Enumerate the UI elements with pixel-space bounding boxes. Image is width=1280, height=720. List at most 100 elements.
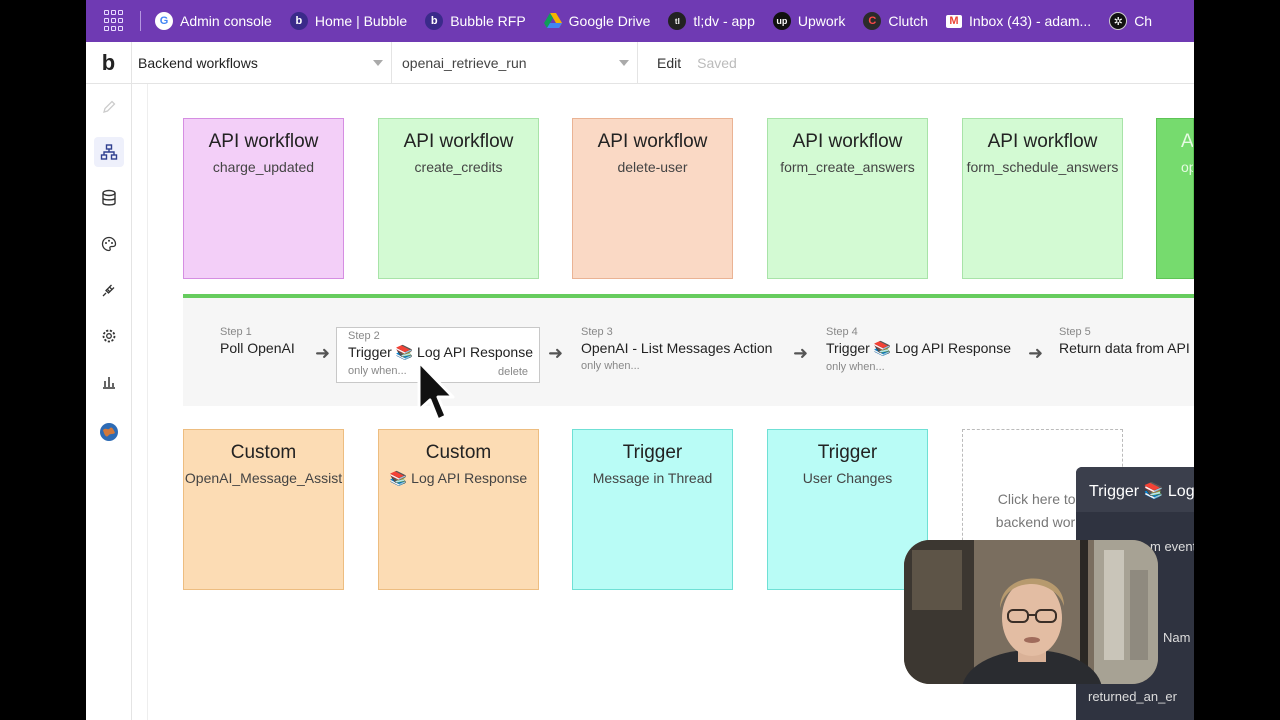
upwork-icon: up xyxy=(772,12,791,30)
arrow-right-icon: ➜ xyxy=(1028,343,1044,363)
workflow-step-1[interactable]: Step 1 Poll OpenAI xyxy=(220,326,295,356)
workflow-step-3[interactable]: Step 3 OpenAI - List Messages Action onl… xyxy=(581,326,772,372)
workflow-card[interactable]: API workflow form_schedule_answers xyxy=(962,118,1123,279)
bookmark-google-drive[interactable]: Google Drive xyxy=(543,12,651,30)
bookmark-gmail[interactable]: M Inbox (43) - adam... xyxy=(946,13,1091,29)
card-subtitle: OpenAI_Message_Assist xyxy=(184,470,343,486)
card-title: API workflow xyxy=(403,131,514,152)
bookmark-label: Home | Bubble xyxy=(314,13,408,29)
workflow-dropdown-value: openai_retrieve_run xyxy=(402,54,527,71)
globe-icon[interactable] xyxy=(94,417,124,447)
arrow-right-icon: ➜ xyxy=(548,343,564,363)
step-number: Step 3 xyxy=(581,326,613,338)
editor-header: b Backend workflows openai_retrieve_run … xyxy=(86,41,1194,84)
card-title: A xyxy=(1181,131,1194,152)
database-icon[interactable] xyxy=(94,183,124,213)
card-subtitle: create_credits xyxy=(414,159,503,175)
bookmark-label: Bubble RFP xyxy=(450,13,526,29)
bookmark-chatgpt[interactable]: ✲ Ch xyxy=(1109,12,1152,30)
bubble-logo[interactable]: b xyxy=(86,41,132,84)
settings-icon[interactable] xyxy=(94,321,124,351)
logs-icon[interactable] xyxy=(94,367,124,397)
workflow-card[interactable]: API workflow create_credits xyxy=(378,118,539,279)
bookmarks-bar: G Admin console b Home | Bubble b Bubble… xyxy=(86,0,1194,42)
card-title: Custom xyxy=(230,442,297,463)
workflow-dropdown[interactable]: openai_retrieve_run xyxy=(392,41,638,84)
panel-returned-field[interactable]: returned_an_er xyxy=(1088,689,1177,704)
panel-name-label: Nam xyxy=(1163,630,1191,645)
bookmark-label: Admin console xyxy=(180,13,272,29)
canvas-gutter xyxy=(132,84,148,720)
edit-menu[interactable]: Edit xyxy=(657,54,682,71)
event-card[interactable]: Custom 📚 Log API Response xyxy=(378,429,539,590)
apps-grid-icon[interactable] xyxy=(104,10,126,32)
step-name: Return data from API xyxy=(1059,340,1190,356)
card-title: Trigger xyxy=(817,442,878,463)
event-card[interactable]: Trigger User Changes xyxy=(767,429,928,590)
workflow-step-4[interactable]: Step 4 Trigger 📚 Log API Response only w… xyxy=(826,326,1011,373)
step-condition: only when... xyxy=(348,365,407,377)
bubble-icon: b xyxy=(289,12,308,30)
card-subtitle: form_create_answers xyxy=(780,159,915,175)
workflow-card[interactable]: API workflow charge_updated xyxy=(183,118,344,279)
step-condition: only when... xyxy=(826,361,885,373)
bookmark-label: Ch xyxy=(1134,13,1153,29)
card-subtitle: ope xyxy=(1181,159,1193,175)
page-dropdown[interactable]: Backend workflows xyxy=(132,41,392,84)
step-number: Step 2 xyxy=(348,330,380,342)
card-title: API workflow xyxy=(987,131,1098,152)
card-subtitle: form_schedule_answers xyxy=(966,159,1119,175)
workflow-step-2[interactable]: Step 2 Trigger 📚 Log API Response only w… xyxy=(336,327,540,383)
step-number: Step 1 xyxy=(220,326,252,338)
workflow-card-selected[interactable]: A ope xyxy=(1156,118,1194,279)
workflow-card[interactable]: API workflow form_create_answers xyxy=(767,118,928,279)
bookmark-tldv[interactable]: tl tl;dv - app xyxy=(668,12,755,30)
webcam-overlay xyxy=(904,540,1158,684)
step-name: OpenAI - List Messages Action xyxy=(581,340,773,356)
bubble-icon: b xyxy=(425,12,444,30)
page-dropdown-value: Backend workflows xyxy=(138,54,258,71)
add-workflow-hint: Click here to a backend workfl xyxy=(963,488,1122,534)
card-subtitle: 📚 Log API Response xyxy=(389,470,528,486)
bookmark-label: Clutch xyxy=(888,13,929,29)
bookmark-label: Google Drive xyxy=(568,13,651,29)
bookmark-bubble-rfp[interactable]: b Bubble RFP xyxy=(425,12,526,30)
step-name: Trigger 📚 Log API Response xyxy=(348,344,534,360)
browser-window: G Admin console b Home | Bubble b Bubble… xyxy=(86,0,1194,720)
panel-title[interactable]: Trigger 📚 Log xyxy=(1076,467,1194,512)
bookmark-upwork[interactable]: up Upwork xyxy=(772,12,845,30)
event-card[interactable]: Trigger Message in Thread xyxy=(572,429,733,590)
workflow-steps-bar: Step 1 Poll OpenAI ➜ Step 2 Trigger 📚 Lo… xyxy=(183,294,1194,406)
panel-event-label: m event xyxy=(1150,539,1194,554)
bookmark-admin-console[interactable]: G Admin console xyxy=(155,12,272,30)
chevron-down-icon xyxy=(619,59,629,66)
google-drive-icon xyxy=(543,12,562,30)
bookmark-clutch[interactable]: C Clutch xyxy=(863,12,928,30)
card-title: Custom xyxy=(425,442,492,463)
card-title: API workflow xyxy=(597,131,708,152)
workflow-card[interactable]: API workflow delete-user xyxy=(572,118,733,279)
step-condition: only when... xyxy=(581,360,640,372)
delete-step-link[interactable]: delete xyxy=(498,366,528,378)
step-number: Step 4 xyxy=(826,326,858,338)
arrow-right-icon: ➜ xyxy=(315,343,331,363)
workflow-icon[interactable] xyxy=(94,137,124,167)
bookmark-label: tl;dv - app xyxy=(693,13,755,29)
hint-line: backend workfl xyxy=(995,514,1090,530)
tldv-icon: tl xyxy=(668,12,687,30)
google-icon: G xyxy=(155,12,173,30)
bookmarks-divider xyxy=(140,11,141,31)
card-subtitle: charge_updated xyxy=(212,159,315,175)
pencil-icon[interactable] xyxy=(94,92,124,122)
step-number: Step 5 xyxy=(1059,326,1091,338)
palette-icon[interactable] xyxy=(94,229,124,259)
bookmark-label: Inbox (43) - adam... xyxy=(969,13,1092,29)
workflow-step-5[interactable]: Step 5 Return data from API xyxy=(1059,326,1190,356)
bookmark-home-bubble[interactable]: b Home | Bubble xyxy=(289,12,408,30)
event-card[interactable]: Custom OpenAI_Message_Assist xyxy=(183,429,344,590)
arrow-right-icon: ➜ xyxy=(793,343,809,363)
editor-sidebar xyxy=(86,84,142,720)
chevron-down-icon xyxy=(373,59,383,66)
step-name: Poll OpenAI xyxy=(220,340,295,356)
plugin-icon[interactable] xyxy=(94,275,124,305)
